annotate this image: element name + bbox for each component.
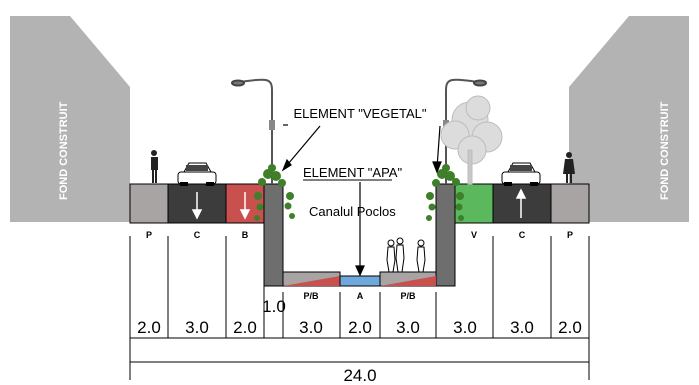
dimension-6: 3.0 xyxy=(396,318,420,337)
building-right-label: FOND CONSTRUIT xyxy=(659,101,671,200)
dimension-1: 2.0 xyxy=(137,318,161,337)
dimension-2: 3.0 xyxy=(185,318,209,337)
canal-wall-left xyxy=(263,183,284,287)
tree-icon xyxy=(440,95,503,185)
segment-v: V xyxy=(471,230,477,240)
dimension-total: 24.0 xyxy=(343,366,376,385)
plant-left-icon xyxy=(254,164,295,221)
segment-b-left: B xyxy=(242,230,249,240)
dimension-4: 3.0 xyxy=(299,318,323,337)
vegetal-arrows xyxy=(281,124,442,174)
segment-p-left: P xyxy=(146,230,152,240)
canal-wall-right xyxy=(435,183,456,287)
plant-right-icon xyxy=(426,164,464,221)
dimension-9: 2.0 xyxy=(558,318,582,337)
dimension-wall: 1.0 xyxy=(262,297,286,316)
sidewalk-right xyxy=(550,183,590,224)
segment-a: A xyxy=(357,291,364,301)
segment-p-right: P xyxy=(567,230,573,240)
arrow-up-icon xyxy=(515,188,527,218)
segment-pb-left: P/B xyxy=(303,291,319,301)
building-left-label: FOND CONSTRUIT xyxy=(58,101,70,200)
arrow-down-icon xyxy=(191,192,203,220)
segment-c-right: C xyxy=(519,230,526,240)
canal-path-left-bike xyxy=(283,276,340,286)
building-right xyxy=(569,16,689,222)
pedestrian-icon xyxy=(563,152,575,183)
car-icon xyxy=(501,162,541,186)
canal-label: Canalul Poclos xyxy=(309,204,396,219)
apa-arrow xyxy=(355,182,365,277)
dimension-ticks xyxy=(129,236,590,380)
pedestrians-canal-icon xyxy=(386,237,426,273)
sidewalk-left xyxy=(129,183,169,224)
building-left xyxy=(10,16,130,222)
road-right xyxy=(492,183,552,224)
segment-pb-right: P/B xyxy=(400,291,416,301)
canal-path-right-bike xyxy=(380,276,436,286)
pedestrian-icon xyxy=(151,150,158,183)
canal-water xyxy=(339,275,381,287)
segment-c-left: C xyxy=(194,230,201,240)
dimension-8: 3.0 xyxy=(510,318,534,337)
dimension-5: 2.0 xyxy=(348,318,372,337)
dimension-7: 3.0 xyxy=(453,318,477,337)
dimension-3: 2.0 xyxy=(233,318,257,337)
arrow-down-icon xyxy=(239,192,251,220)
element-vegetal-label: ELEMENT "VEGETAL" xyxy=(293,106,426,121)
element-apa-label: ELEMENT "APA" xyxy=(303,165,402,180)
car-icon xyxy=(177,162,217,186)
